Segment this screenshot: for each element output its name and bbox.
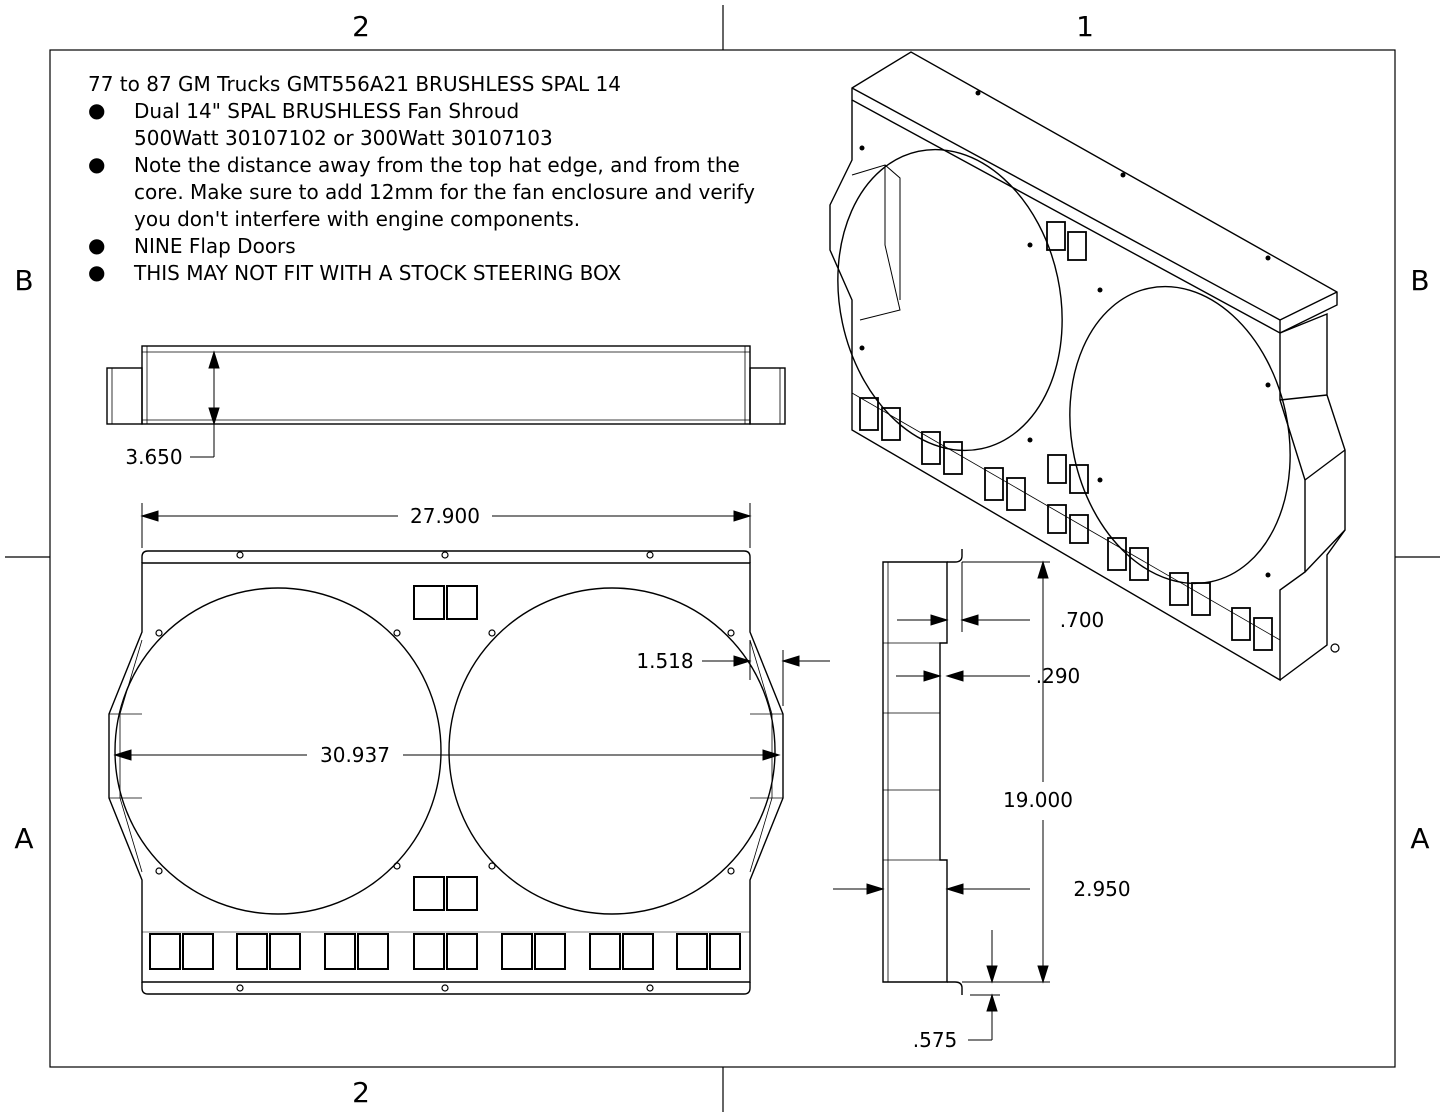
bullet-4: ● [88,260,106,284]
front-view-holes [155,551,735,992]
note-item-2-line-2: core. Make sure to add 12mm for the fan … [134,180,755,204]
dim-side-step [896,670,1030,682]
dim-label-side-bottom-flange: 2.950 [1073,877,1130,901]
dim-side-lip [968,930,1000,1041]
isometric-view-holes [859,90,1271,578]
dim-overall-width [140,503,752,548]
front-view [108,550,784,995]
dim-side-flange [702,640,830,706]
dim-side-bottom-flange [833,883,1030,895]
zone-label-top-left: 2 [352,10,370,43]
top-view [106,345,786,425]
isometric-view [829,51,1346,682]
note-item-1-line-2: 500Watt 30107102 or 300Watt 30107103 [134,126,553,150]
fan-opening-left [114,587,442,915]
front-view-flap-doors [149,585,741,970]
zone-label-top-right: 1 [1076,10,1094,43]
bullet-1: ● [88,98,106,122]
zone-label-left-lower: A [14,822,33,855]
dim-side-height [962,560,1050,984]
fan-opening-right [448,587,776,915]
dim-label-side-top-flange: .700 [1060,608,1105,632]
note-item-3: NINE Flap Doors [134,234,296,258]
dim-top-view-depth [190,350,220,458]
note-item-4: THIS MAY NOT FIT WITH A STOCK STEERING B… [134,261,622,285]
zone-label-right-upper: B [1410,264,1429,297]
bullet-3: ● [88,233,106,257]
side-view [882,549,963,995]
zone-label-left-upper: B [14,264,33,297]
bullet-2: ● [88,152,106,176]
zone-label-right-lower: A [1410,822,1429,855]
note-item-2-line-3: you don't interfere with engine componen… [134,207,581,231]
dim-label-side-height: 19.000 [1003,788,1073,812]
dim-label-side-step: .290 [1036,664,1081,688]
dim-span-width [113,749,781,761]
dim-side-top-flange [897,562,1030,632]
note-item-1-line-1: Dual 14" SPAL BRUSHLESS Fan Shroud [134,99,520,123]
dim-label-side-lip: .575 [913,1028,958,1052]
dim-label-top-view-depth: 3.650 [125,445,182,469]
note-item-2-line-1: Note the distance away from the top hat … [134,153,740,177]
dim-label-span-width: 30.937 [320,743,390,767]
notes-title: 77 to 87 GM Trucks GMT556A21 BRUSHLESS S… [88,72,621,96]
zone-label-bottom-left: 2 [352,1076,370,1109]
dim-label-overall-width: 27.900 [410,504,480,528]
dim-label-side-flange: 1.518 [636,649,693,673]
